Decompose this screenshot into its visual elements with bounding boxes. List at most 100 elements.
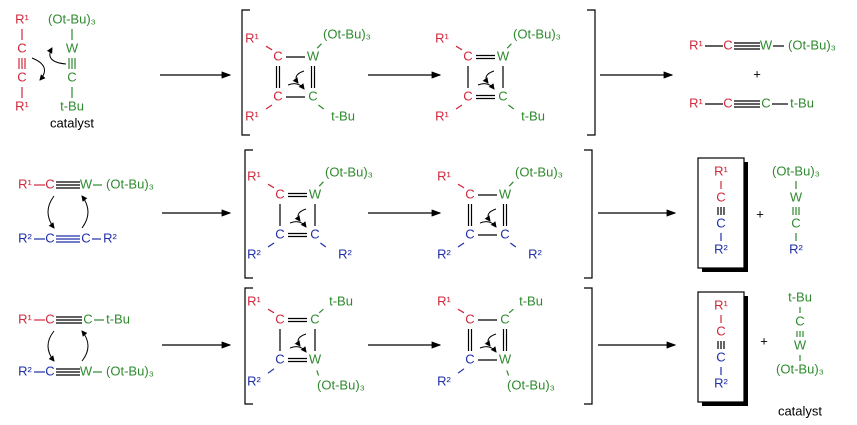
carbon-atom: C xyxy=(275,186,284,201)
left-bracket xyxy=(241,9,250,136)
electron-push-arrow xyxy=(479,221,497,228)
r1-label: R¹ xyxy=(247,168,261,183)
carbon-atom: C xyxy=(500,226,509,241)
bond xyxy=(508,181,514,187)
tungsten-atom: W xyxy=(760,37,773,52)
tert-butoxy-ligand: (Ot-Bu)₃ xyxy=(513,26,561,41)
tert-butoxy-ligand: (Ot-Bu)₃ xyxy=(788,37,836,52)
r1-label: R¹ xyxy=(437,293,451,308)
bond xyxy=(318,308,324,314)
tert-butoxy-ligand: (Ot-Bu)₃ xyxy=(48,11,96,26)
r2-label: R² xyxy=(247,373,261,388)
carbon-atom: C xyxy=(67,69,76,84)
bond xyxy=(267,242,275,248)
r1-label: R¹ xyxy=(15,98,29,113)
r2-label: R² xyxy=(714,375,728,390)
electron-push-arrow xyxy=(294,333,307,347)
bond xyxy=(508,104,515,110)
r1-label: R¹ xyxy=(18,176,32,191)
carbon-atom: C xyxy=(275,226,284,241)
bond xyxy=(267,368,275,374)
left-bracket xyxy=(244,149,253,279)
electron-push-arrow xyxy=(81,330,89,362)
carbon-atom: C xyxy=(465,226,474,241)
bond xyxy=(265,104,273,110)
right-bracket xyxy=(587,9,596,136)
tungsten-atom: W xyxy=(66,40,79,55)
electron-push-arrow xyxy=(484,208,497,222)
carbon-atom: C xyxy=(83,311,92,326)
carbon-atom: C xyxy=(275,311,284,326)
r1-label: R¹ xyxy=(435,30,449,45)
carbon-atom: C xyxy=(716,349,725,364)
r1-label: R¹ xyxy=(15,11,29,26)
bond xyxy=(455,45,463,51)
bond xyxy=(506,370,510,376)
electron-push-arrow xyxy=(46,47,67,65)
tungsten-atom: W xyxy=(497,48,510,63)
left-bracket xyxy=(244,287,253,405)
r2-label: R² xyxy=(437,373,451,388)
bond xyxy=(457,368,465,374)
carbon-atom: C xyxy=(45,176,54,191)
electron-push-arrow xyxy=(484,333,497,347)
tert-butoxy-ligand: (Ot-Bu)₃ xyxy=(317,377,365,392)
right-bracket xyxy=(584,287,593,405)
catalyst-label: catalyst xyxy=(778,403,822,418)
tert-butoxy-ligand: (Ot-Bu)₃ xyxy=(323,26,371,41)
tungsten-atom: W xyxy=(309,186,322,201)
tert-butoxy-ligand: (Ot-Bu)₃ xyxy=(515,164,563,179)
right-bracket xyxy=(584,149,593,279)
tert-butyl-group: t-Bu xyxy=(329,293,353,308)
bond xyxy=(265,45,273,51)
carbon-atom: C xyxy=(81,230,90,245)
r2-label: R² xyxy=(338,246,352,261)
carbon-atom: C xyxy=(45,311,54,326)
tert-butoxy-ligand: (Ot-Bu)₃ xyxy=(106,176,154,191)
carbon-atom: C xyxy=(500,311,509,326)
bond xyxy=(455,104,463,110)
tert-butyl-group: t-Bu xyxy=(331,108,355,123)
carbon-atom: C xyxy=(17,40,26,55)
tert-butoxy-ligand: (Ot-Bu)₃ xyxy=(772,163,820,178)
bond xyxy=(510,242,517,248)
carbon-atom: C xyxy=(465,351,474,366)
tungsten-atom: W xyxy=(307,48,320,63)
plus-sign: + xyxy=(753,66,761,81)
bond xyxy=(457,183,465,189)
electron-push-arrow xyxy=(289,221,307,228)
r1-label: R¹ xyxy=(247,293,261,308)
r1-label: R¹ xyxy=(689,37,703,52)
r2-label: R² xyxy=(103,230,117,245)
r2-label: R² xyxy=(714,241,728,256)
carbon-atom: C xyxy=(273,48,282,63)
tert-butyl-group: t-Bu xyxy=(519,293,543,308)
bond xyxy=(316,43,322,49)
r2-label: R² xyxy=(18,230,32,245)
carbon-atom: C xyxy=(723,95,732,110)
bond xyxy=(508,308,514,314)
bond xyxy=(316,370,320,376)
electron-push-arrow xyxy=(292,70,305,84)
electron-push-arrow xyxy=(294,208,307,222)
electron-push-arrow xyxy=(47,330,55,362)
tert-butoxy-ligand: (Ot-Bu)₃ xyxy=(325,164,373,179)
plus-sign: + xyxy=(756,206,764,221)
electron-push-arrow xyxy=(31,57,46,81)
r2-label: R² xyxy=(247,246,261,261)
carbon-atom: C xyxy=(795,313,804,328)
carbon-atom: C xyxy=(463,48,472,63)
plus-sign: + xyxy=(760,333,768,348)
carbon-atom: C xyxy=(761,95,770,110)
carbon-atom: C xyxy=(310,226,319,241)
r2-label: R² xyxy=(789,241,803,256)
tungsten-atom: W xyxy=(499,186,512,201)
electron-push-arrow xyxy=(477,83,495,90)
electron-push-arrow xyxy=(479,346,497,353)
carbon-atom: C xyxy=(310,311,319,326)
tert-butyl-group: t-Bu xyxy=(521,108,545,123)
bond xyxy=(457,242,465,248)
tert-butyl-group: t-Bu xyxy=(790,95,814,110)
bond xyxy=(457,308,465,314)
